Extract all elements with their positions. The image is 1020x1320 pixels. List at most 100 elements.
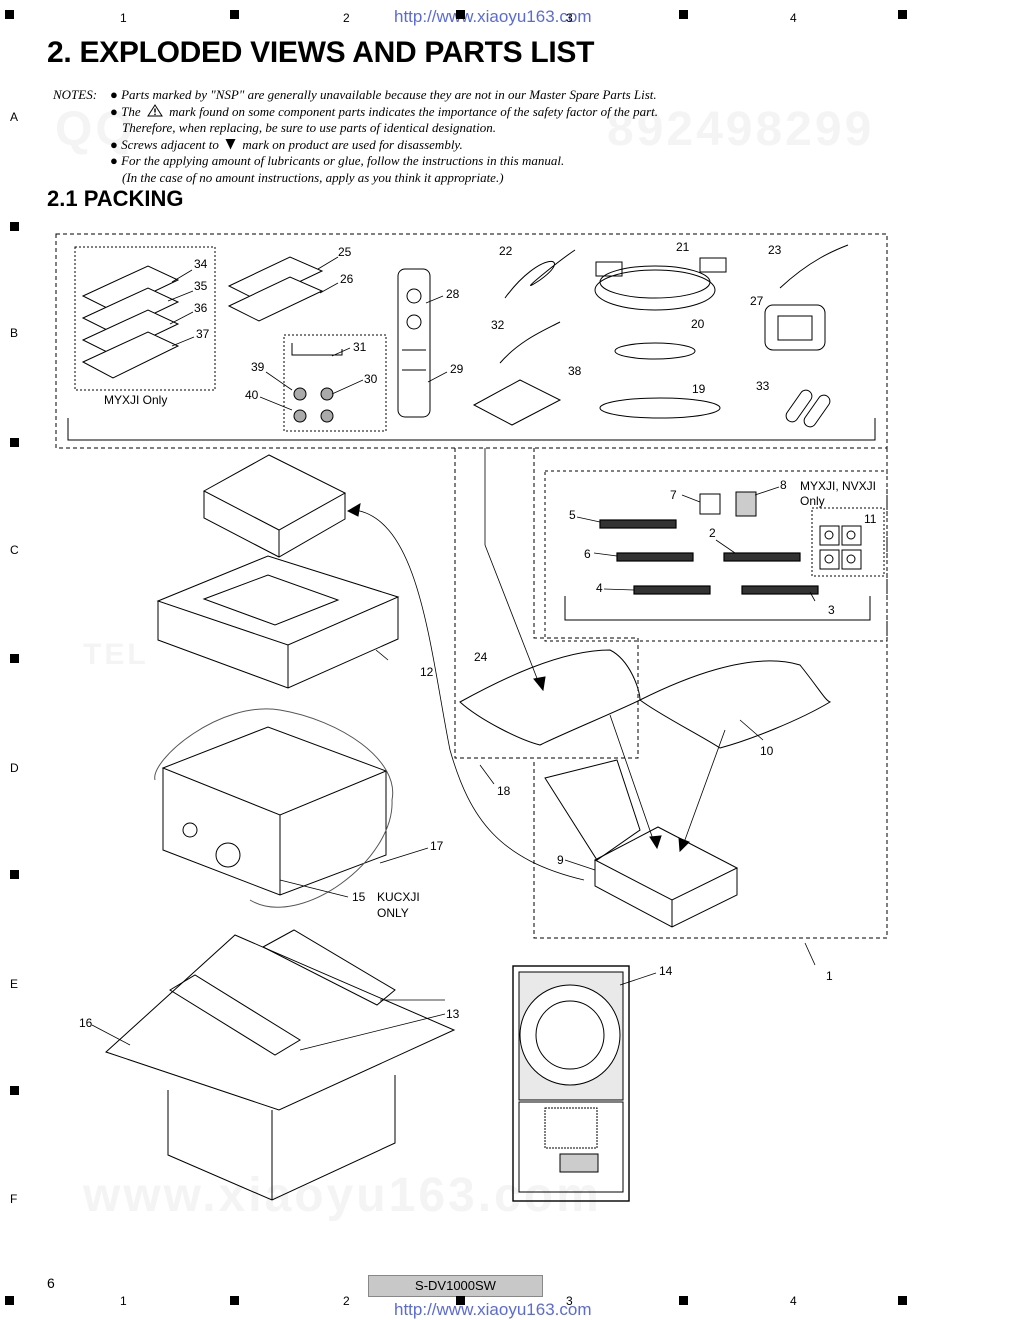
- scart-cable: [599, 265, 711, 299]
- note-text: mark on product are used for disassembly…: [242, 136, 463, 152]
- note-item: ● Parts marked by "NSP" are generally un…: [110, 87, 657, 102]
- flow-arrow: [354, 509, 585, 881]
- column-number: 3: [566, 1294, 573, 1308]
- registration-mark: [230, 10, 239, 19]
- column-number: 4: [790, 1294, 797, 1308]
- part-label: 26: [340, 272, 354, 286]
- model-name: S-DV1000SW: [368, 1275, 543, 1297]
- registration-mark: [10, 1086, 19, 1095]
- cable-32: [499, 321, 561, 364]
- outer-carton: [105, 929, 456, 1201]
- registration-mark: [10, 222, 19, 231]
- registration-mark: [679, 10, 688, 19]
- registration-mark: [5, 1296, 14, 1305]
- accessory-bracket: [67, 418, 876, 441]
- manual-pair: [227, 256, 324, 322]
- note-text: (In the case of no amount instructions, …: [122, 170, 504, 185]
- part-label: 28: [446, 287, 460, 301]
- part-labels: 34 35 36 37 25 26 28 29 31 30 39 40 22 2…: [79, 240, 877, 1030]
- power-cord: [504, 249, 576, 299]
- note-text: mark found on some component parts indic…: [169, 103, 658, 119]
- page-number: 6: [47, 1275, 55, 1291]
- row-letter: A: [10, 110, 19, 124]
- bag-group-outline: [454, 448, 639, 759]
- part-label: 25: [338, 245, 352, 259]
- cushion-7: [699, 493, 721, 515]
- registration-mark: [10, 870, 19, 879]
- region-note-kucxji: KUCXJI: [377, 890, 420, 904]
- region-note-kucxji: ONLY: [377, 906, 409, 920]
- carton-9: [544, 759, 739, 928]
- am-loop-antenna: [764, 304, 826, 351]
- cable-19: [599, 397, 721, 419]
- part-label: 39: [251, 360, 265, 374]
- part-label: 33: [756, 379, 770, 393]
- part-label: 4: [596, 581, 603, 595]
- part-label: 31: [353, 340, 367, 354]
- registration-mark: [456, 1296, 465, 1305]
- fm-antenna: [779, 244, 849, 289]
- bag-10: [639, 660, 832, 749]
- part-label: 19: [692, 382, 706, 396]
- feet-group-box: [544, 470, 888, 642]
- part-label: 17: [430, 839, 444, 853]
- header-url[interactable]: http://www.xiaoyu163.com: [394, 7, 592, 26]
- note-text: For the applying amount of lubricants or…: [121, 153, 565, 169]
- registration-mark: [679, 1296, 688, 1305]
- part-label: 1: [826, 969, 833, 983]
- foam-pad-top: [156, 555, 400, 689]
- bag-24: [459, 649, 641, 746]
- column-number: 3: [566, 11, 573, 25]
- note-text: Parts marked by "NSP" are generally unav…: [121, 87, 657, 102]
- watermark-tel: TEL: [83, 638, 149, 671]
- part-label: 20: [691, 317, 705, 331]
- part-label: 10: [760, 744, 774, 758]
- registration-mark: [230, 1296, 239, 1305]
- batteries: [785, 389, 831, 428]
- wrap-bag-17: [154, 708, 394, 908]
- part-label: 32: [491, 318, 505, 332]
- leader-lines: [91, 256, 816, 1051]
- section-heading: 2.1 PACKING: [47, 186, 184, 211]
- note-item: ● For the applying amount of lubricants …: [110, 153, 565, 169]
- region-note: Only: [800, 494, 825, 508]
- pads: [819, 525, 862, 570]
- speaker-unit: [161, 726, 388, 896]
- column-number: 1: [120, 1294, 127, 1308]
- region-note: MYXJI, NVXJI: [800, 479, 876, 493]
- part-label: 18: [497, 784, 511, 798]
- down-triangle-icon: [225, 138, 236, 150]
- page-title: 2. EXPLODED VIEWS AND PARTS LIST: [47, 36, 595, 69]
- part-label: 38: [568, 364, 582, 378]
- hex-wrench: [291, 343, 343, 356]
- watermark-number: 892498299: [607, 103, 875, 156]
- footer-url[interactable]: http://www.xiaoyu163.com: [394, 1300, 592, 1319]
- part-label: 16: [79, 1016, 93, 1030]
- part-label: 36: [194, 301, 208, 315]
- part-label: 6: [584, 547, 591, 561]
- row-letter: B: [10, 326, 19, 340]
- warning-triangle-icon: [146, 103, 163, 117]
- part-label: 8: [780, 478, 787, 492]
- row-letter: C: [10, 543, 19, 557]
- part-label: 7: [670, 488, 677, 502]
- column-number: 2: [343, 11, 350, 25]
- registration-mark: [10, 654, 19, 663]
- note-text: Therefore, when replacing, be sure to us…: [122, 120, 496, 136]
- column-number: 4: [790, 11, 797, 25]
- pad-group-box: [811, 507, 885, 577]
- manual-group-box: [74, 246, 216, 391]
- manual-stack: [81, 265, 180, 379]
- cushion-8: [735, 491, 757, 517]
- part-label: 12: [420, 665, 434, 679]
- part-label: 23: [768, 243, 782, 257]
- accessory-box-outline: [55, 233, 888, 449]
- part-label: 2: [709, 526, 716, 540]
- part-label: 5: [569, 508, 576, 522]
- part-label: 37: [196, 327, 210, 341]
- part-label: 40: [245, 388, 259, 402]
- note-item: ● The mark found on some component parts…: [110, 103, 658, 119]
- screw-set: [293, 387, 334, 423]
- booklet-38: [472, 379, 562, 426]
